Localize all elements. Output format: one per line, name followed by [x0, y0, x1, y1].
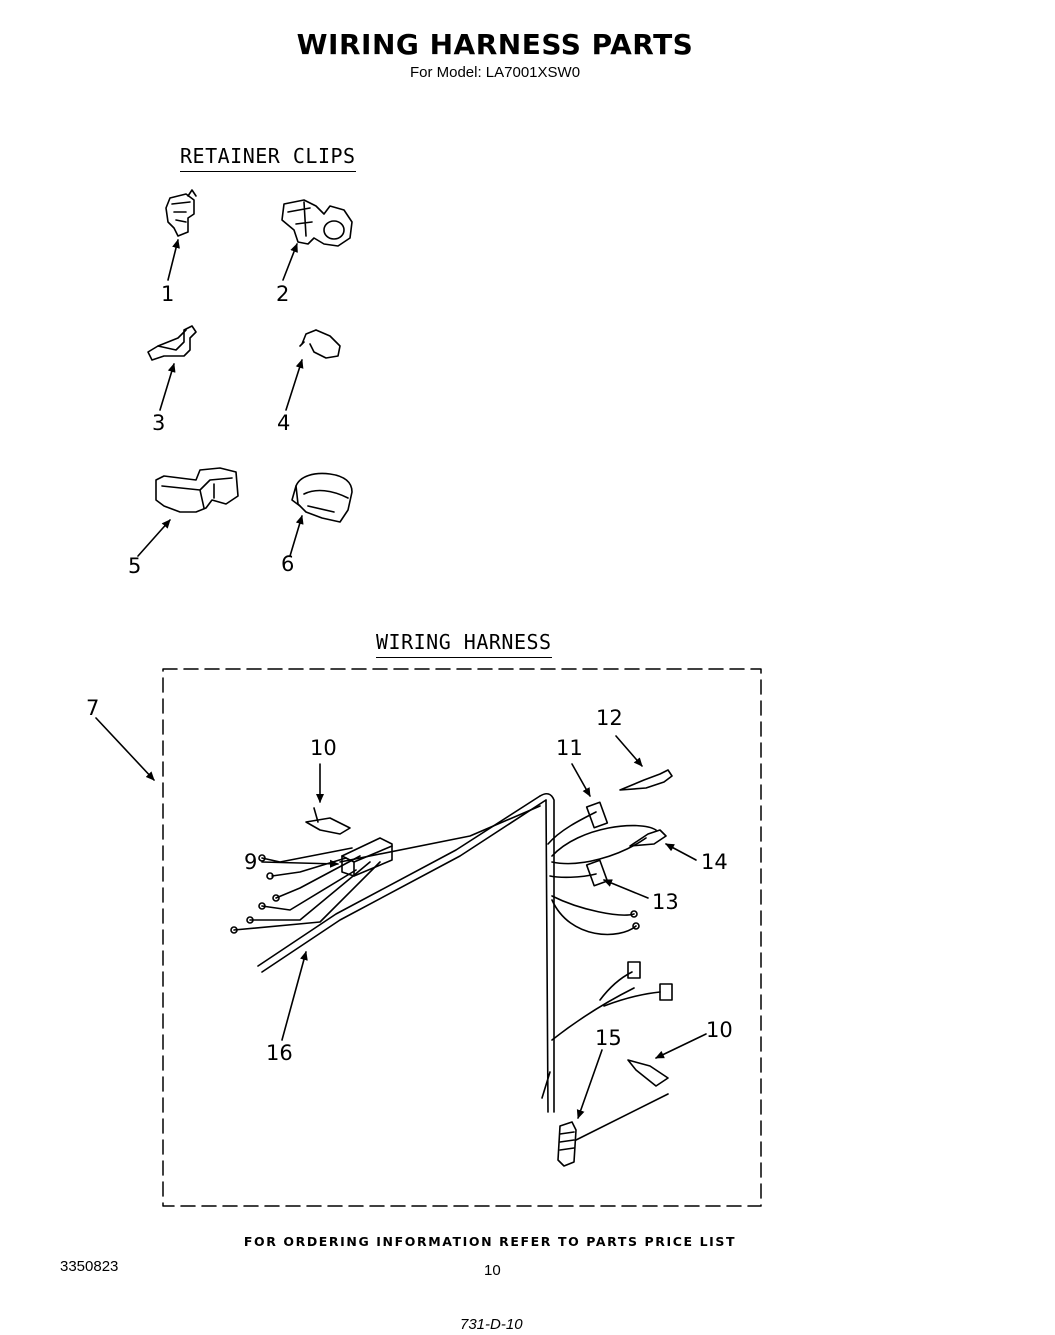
footer-code: 731-D-10	[460, 1316, 523, 1333]
callout-12: 12	[596, 706, 623, 730]
harness-kit-boundary	[163, 669, 761, 1206]
callout-14: 14	[701, 850, 728, 874]
callout-6: 6	[281, 552, 295, 576]
page-title: WIRING HARNESS PARTS	[296, 28, 694, 61]
callout-15: 15	[595, 1026, 622, 1050]
callout-11: 11	[556, 736, 583, 760]
callout-1: 1	[161, 282, 175, 306]
wiring-harness-drawing	[231, 770, 672, 1166]
retainer-clips-heading: RETAINER CLIPS	[180, 144, 356, 172]
document-number: 3350823	[60, 1258, 119, 1275]
callout-16: 16	[266, 1041, 293, 1065]
retainer-clip-3-drawing	[148, 326, 196, 410]
retainer-clip-1-drawing	[166, 190, 196, 280]
model-subtitle: For Model: LA7001XSW0	[409, 64, 581, 81]
retainer-clip-6-drawing	[290, 474, 352, 557]
wiring-harness-heading: WIRING HARNESS	[376, 630, 552, 658]
callout-7: 7	[86, 696, 100, 720]
retainer-clip-4-drawing	[286, 330, 340, 410]
callout-10-top: 10	[310, 736, 337, 760]
callout-4: 4	[277, 411, 291, 435]
page-number: 10	[484, 1262, 501, 1279]
callout-13: 13	[652, 890, 679, 914]
retainer-clip-5-drawing	[138, 468, 238, 556]
retainer-clip-2-drawing	[282, 200, 352, 280]
ordering-note: FOR ORDERING INFORMATION REFER TO PARTS …	[243, 1234, 737, 1249]
callout-10-bottom: 10	[706, 1018, 733, 1042]
callout-9: 9	[244, 850, 258, 874]
callout-5: 5	[128, 554, 142, 578]
callout-leaders	[96, 718, 706, 1119]
callout-2: 2	[276, 282, 290, 306]
callout-3: 3	[152, 411, 166, 435]
